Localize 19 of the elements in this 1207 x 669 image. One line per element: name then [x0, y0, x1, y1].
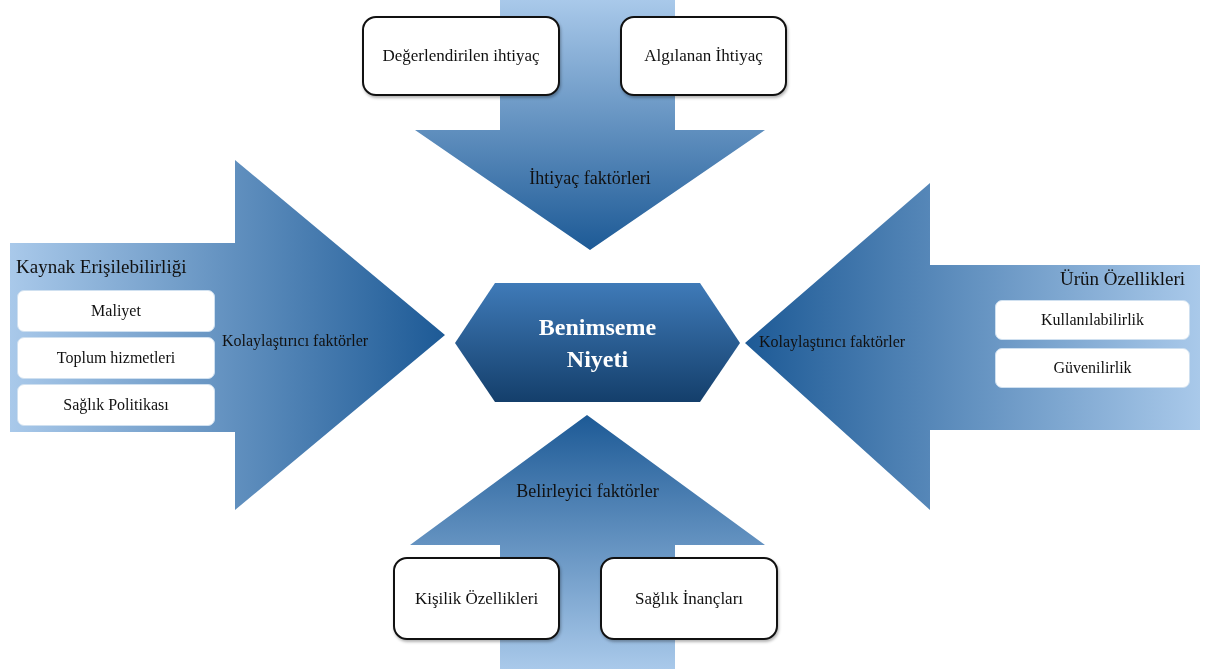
- factor-box: Değerlendirilen ihtiyaç: [362, 16, 560, 96]
- item-box: Toplum hizmetleri: [17, 337, 215, 379]
- arrow-label: Kolaylaştırıcı faktörler: [759, 333, 906, 351]
- arrow-label: Kolaylaştırıcı faktörler: [222, 332, 369, 350]
- block-arrow: [10, 160, 445, 510]
- item-box: Güvenilirlik: [995, 348, 1190, 388]
- factor-box: Kişilik Özellikleri: [393, 557, 560, 640]
- item-box: Sağlık Politikası: [17, 384, 215, 426]
- arrow-label: İhtiyaç faktörleri: [529, 168, 651, 189]
- block-arrow: [745, 183, 1200, 510]
- panel-heading: Kaynak Erişilebilirliği: [16, 256, 187, 278]
- panel-heading: Ürün Özellikleri: [1059, 268, 1185, 290]
- factor-box: Sağlık İnançları: [600, 557, 778, 640]
- item-box: Kullanılabilirlik: [995, 300, 1190, 340]
- node-label: Benimseme Niyeti: [537, 313, 658, 375]
- arrow-label: Belirleyici faktörler: [516, 481, 659, 502]
- hexagon-node: [455, 283, 740, 402]
- item-box: Maliyet: [17, 290, 215, 332]
- factor-box: Algılanan İhtiyaç: [620, 16, 787, 96]
